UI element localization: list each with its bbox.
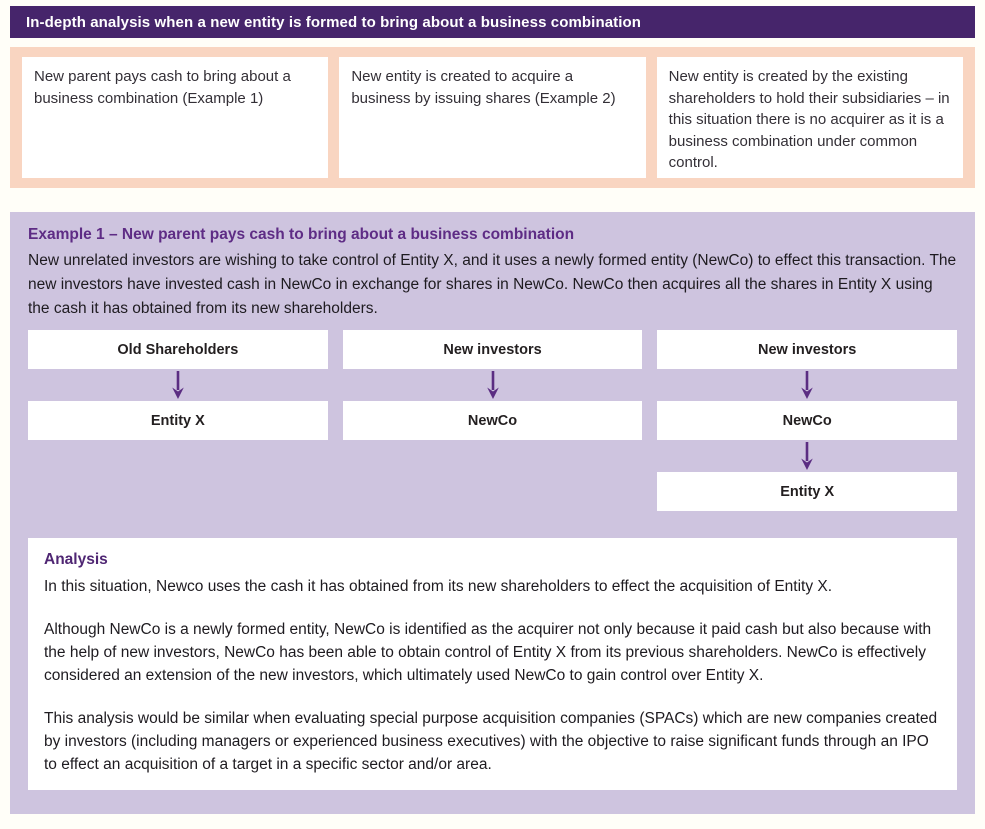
node-old-shareholders: Old Shareholders	[28, 330, 328, 369]
diagram-column-1: Old Shareholders Entity X	[28, 330, 328, 511]
node-new-investors: New investors	[657, 330, 958, 369]
node-newco: NewCo	[657, 401, 958, 440]
arrow-down-icon	[28, 369, 328, 401]
overview-card-3: New entity is created by the existing sh…	[656, 57, 963, 178]
node-newco: NewCo	[342, 401, 643, 440]
analysis-box: Analysis In this situation, Newco uses t…	[28, 538, 957, 790]
overview-band: New parent pays cash to bring about a bu…	[10, 47, 975, 188]
arrow-down-icon	[657, 369, 957, 401]
node-new-investors: New investors	[342, 330, 643, 369]
ownership-diagram: Old Shareholders Entity X New investors	[28, 330, 958, 511]
node-entity-x: Entity X	[657, 472, 958, 511]
diagram-column-2: New investors NewCo	[342, 330, 643, 511]
arrow-down-icon	[657, 440, 957, 472]
overview-card-1-text: New parent pays cash to bring about a bu…	[34, 68, 291, 107]
arrow-down-icon	[343, 369, 643, 401]
diagram-column-3: New investors NewCo Entity X	[657, 330, 958, 511]
analysis-paragraph: In this situation, Newco uses the cash i…	[44, 578, 833, 595]
node-entity-x: Entity X	[28, 401, 328, 440]
overview-card-2-text: New entity is created to acquire a busin…	[351, 68, 616, 107]
example-title: Example 1 – New parent pays cash to brin…	[28, 226, 575, 243]
section-header-title: In-depth analysis when a new entity is f…	[26, 13, 642, 31]
analysis-paragraph: Although NewCo is a newly formed entity,…	[44, 621, 932, 684]
overview-card-1: New parent pays cash to bring about a bu…	[22, 57, 329, 178]
analysis-title: Analysis	[44, 551, 108, 568]
example-panel: Example 1 – New parent pays cash to brin…	[10, 212, 975, 814]
section-header-bar: In-depth analysis when a new entity is f…	[10, 6, 975, 38]
analysis-paragraph: This analysis would be similar when eval…	[44, 710, 938, 773]
overview-card-2: New entity is created to acquire a busin…	[339, 57, 646, 178]
overview-card-3-text: New entity is created by the existing sh…	[668, 68, 950, 171]
example-intro: New unrelated investors are wishing to t…	[28, 252, 957, 317]
